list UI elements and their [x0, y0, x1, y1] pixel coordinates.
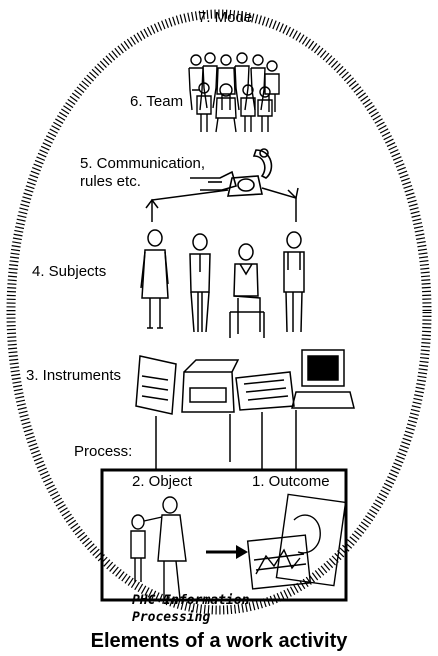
- mode-label: 7. Mode: [198, 9, 253, 26]
- rules-label: rules etc.: [80, 173, 141, 190]
- outcome-reports-illustration: [246, 493, 347, 590]
- team-label: 6. Team: [130, 93, 184, 110]
- instruments-label: 3. Instruments: [26, 367, 122, 384]
- subjects-illustration: [140, 229, 305, 338]
- figure-caption: Elements of a work activity: [90, 630, 348, 652]
- communication-label: 5. Communication,: [80, 155, 206, 172]
- object-to-outcome-arrow: [206, 545, 248, 559]
- team-illustration: [188, 52, 280, 133]
- pointing-hand-illustration: [190, 170, 237, 191]
- object-label: 2. Object: [132, 473, 193, 490]
- instruments-illustration: [135, 349, 355, 415]
- process-label: Process:: [74, 443, 133, 460]
- outcome-label: 1. Outcome: [252, 473, 330, 490]
- telephone-illustration: [226, 148, 273, 197]
- handwritten-note-line1: PHC Information: [132, 593, 250, 608]
- process-box: [100, 468, 348, 602]
- process-connectors: [155, 410, 297, 470]
- subjects-label: 4. Subjects: [32, 263, 107, 280]
- mode-ellipse-border: [6, 9, 432, 615]
- communication-arrows: [145, 187, 299, 222]
- object-scene-illustration: [130, 496, 187, 600]
- handwritten-note-line2: Processing: [132, 610, 211, 625]
